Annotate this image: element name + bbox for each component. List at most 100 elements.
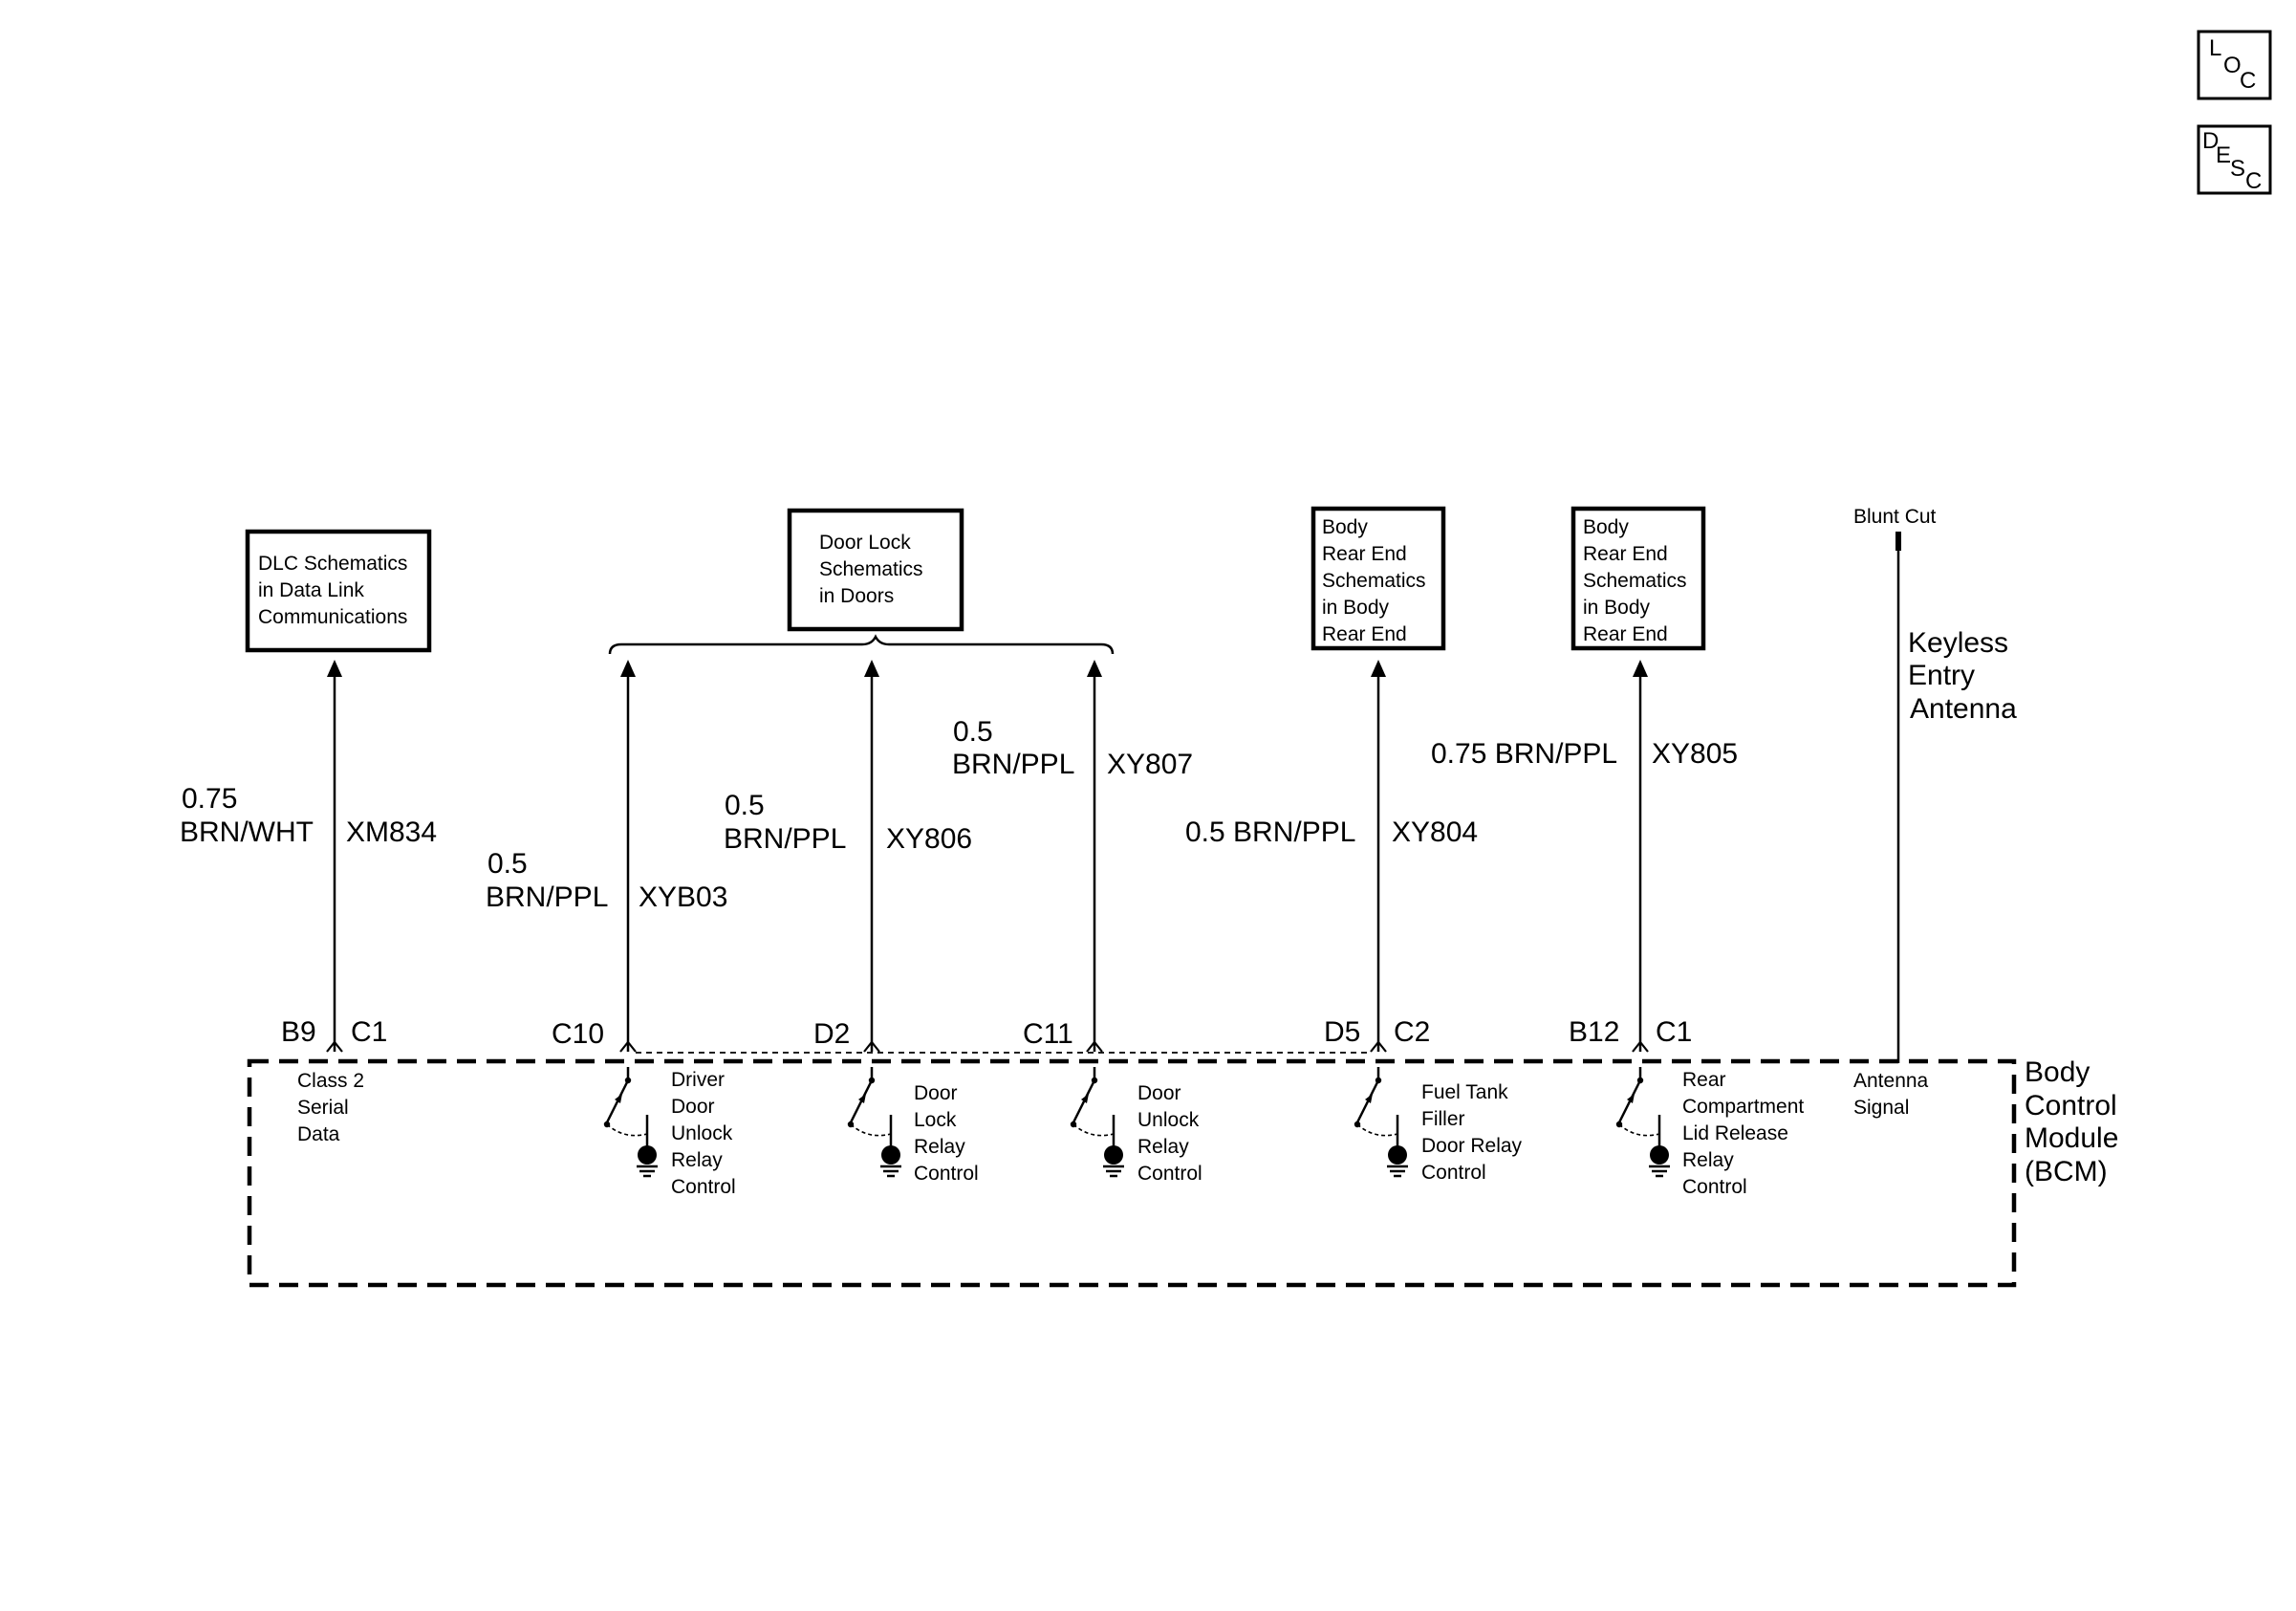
dlc-schematics-box[interactable]: DLC Schematics in Data Link Communicatio… xyxy=(245,529,432,653)
c3-function-2: Lock xyxy=(914,1109,957,1131)
c5-function-2: Filler xyxy=(1421,1108,1465,1130)
door-lock-brace xyxy=(608,634,1115,655)
driver-door-unlock-relay-switch-icon xyxy=(602,1065,660,1178)
desc-letter-s: S xyxy=(2230,156,2245,182)
body-rear-1-line-3: Schematics xyxy=(1322,570,1426,592)
c2-function-1: Driver xyxy=(671,1069,725,1091)
c4-function-3: Relay xyxy=(1137,1136,1189,1158)
c6-wire-size-color: 0.75 BRN/PPL xyxy=(1431,738,1617,770)
dlc-line-3: Communications xyxy=(258,606,407,628)
dlc-line-1: DLC Schematics xyxy=(258,553,407,575)
c2-circuit-number: XYB03 xyxy=(639,882,727,913)
c4-function-2: Unlock xyxy=(1137,1109,1200,1131)
pin-d2: D2 xyxy=(813,1018,850,1050)
bcm-label-1: Body xyxy=(2025,1056,2090,1088)
desc-letter-d: D xyxy=(2202,128,2219,154)
c6-circuit-number: XY805 xyxy=(1652,738,1738,770)
body-rear-2-line-3: Schematics xyxy=(1583,570,1687,592)
desc-letter-e: E xyxy=(2216,142,2231,168)
c4-wire-color: BRN/PPL xyxy=(952,749,1074,780)
door-unlock-relay-switch-icon xyxy=(1069,1065,1126,1178)
connector-c1-b: C1 xyxy=(1656,1016,1692,1048)
c1-function-1: Class 2 xyxy=(297,1070,364,1092)
pin-c11: C11 xyxy=(1023,1018,1073,1050)
connector-c1-a: C1 xyxy=(351,1016,387,1048)
c5-function-4: Control xyxy=(1421,1162,1486,1184)
c5-function-1: Fuel Tank xyxy=(1421,1081,1508,1103)
body-rear-2-line-2: Rear End xyxy=(1583,543,1668,565)
body-control-module-box xyxy=(247,1058,2017,1288)
dlc-line-2: in Data Link xyxy=(258,579,364,601)
body-rear-2-line-1: Body xyxy=(1583,516,1629,538)
loc-letter-o: O xyxy=(2223,53,2242,78)
c2-function-5: Control xyxy=(671,1176,736,1198)
fuel-door-relay-switch-icon xyxy=(1353,1065,1410,1178)
c1-function-3: Data xyxy=(297,1123,340,1145)
door-lock-line-3: in Doors xyxy=(819,585,894,607)
blunt-cut-label: Blunt Cut xyxy=(1853,506,1937,528)
body-rear-end-box-2[interactable]: Body Rear End Schematics in Body Rear En… xyxy=(1570,506,1706,651)
body-rear-1-line-1: Body xyxy=(1322,516,1368,538)
c4-wire-size: 0.5 xyxy=(953,716,993,748)
rear-compartment-relay-switch-icon xyxy=(1614,1065,1672,1178)
body-rear-2-line-5: Rear End xyxy=(1583,623,1668,645)
c5-wire-size-color: 0.5 BRN/PPL xyxy=(1185,816,1355,848)
c3-function-3: Relay xyxy=(914,1136,965,1158)
c5-circuit-number: XY804 xyxy=(1392,816,1478,848)
body-rear-end-box-1[interactable]: Body Rear End Schematics in Body Rear En… xyxy=(1310,506,1446,651)
c4-circuit-number: XY807 xyxy=(1107,749,1193,780)
c1-wire-size: 0.75 xyxy=(182,783,237,815)
c2-wire-color: BRN/PPL xyxy=(486,882,608,913)
c1-circuit-number: XM834 xyxy=(346,816,437,848)
loc-button[interactable]: L O C xyxy=(2197,30,2272,100)
c2-wire-size: 0.5 xyxy=(487,848,528,880)
pin-c10: C10 xyxy=(552,1018,604,1050)
bcm-label-4: (BCM) xyxy=(2025,1156,2108,1187)
pin-b12: B12 xyxy=(1569,1016,1619,1048)
pin-d5: D5 xyxy=(1324,1016,1360,1048)
pin-b9: B9 xyxy=(281,1016,316,1048)
c6-function-2: Compartment xyxy=(1682,1096,1804,1118)
c1-function-2: Serial xyxy=(297,1097,349,1119)
c3-circuit-number: XY806 xyxy=(886,823,972,855)
c4-function-1: Door xyxy=(1137,1082,1181,1104)
antenna-label-2: Entry xyxy=(1908,660,1975,691)
body-rear-2-line-4: in Body xyxy=(1583,597,1651,619)
wire-xy804 xyxy=(1371,660,1386,1052)
loc-letter-l: L xyxy=(2209,35,2221,61)
door-lock-line-1: Door Lock xyxy=(819,532,911,554)
loc-letter-c: C xyxy=(2240,68,2256,94)
c3-wire-size: 0.5 xyxy=(725,790,765,821)
wire-xy806 xyxy=(864,660,879,1052)
c2-function-2: Door xyxy=(671,1096,715,1118)
wire-xyb03 xyxy=(620,660,636,1052)
c4-function-4: Control xyxy=(1137,1163,1202,1185)
wire-xy807 xyxy=(1087,660,1102,1052)
c6-function-1: Rear xyxy=(1682,1069,1726,1091)
bcm-label-3: Module xyxy=(2025,1122,2118,1154)
c2-function-3: Unlock xyxy=(671,1122,733,1144)
c3-wire-color: BRN/PPL xyxy=(724,823,846,855)
door-lock-line-2: Schematics xyxy=(819,558,923,580)
c3-function-1: Door xyxy=(914,1082,958,1104)
c6-function-5: Control xyxy=(1682,1176,1747,1198)
c2-function-4: Relay xyxy=(671,1149,723,1171)
c5-function-3: Door Relay xyxy=(1421,1135,1523,1157)
door-lock-relay-switch-icon xyxy=(846,1065,903,1178)
body-rear-1-line-5: Rear End xyxy=(1322,623,1407,645)
c7-function-1: Antenna xyxy=(1853,1070,1929,1092)
door-lock-schematics-box[interactable]: Door Lock Schematics in Doors xyxy=(787,508,964,632)
connector-c2: C2 xyxy=(1394,1016,1430,1048)
antenna-label-3: Antenna xyxy=(1910,693,2017,725)
desc-letter-c: C xyxy=(2245,168,2262,194)
body-rear-1-line-4: in Body xyxy=(1322,597,1390,619)
desc-button[interactable]: D E S C xyxy=(2197,124,2272,195)
antenna-label-1: Keyless xyxy=(1908,627,2008,659)
bcm-label-2: Control xyxy=(2025,1090,2117,1121)
body-rear-1-line-2: Rear End xyxy=(1322,543,1407,565)
c3-function-4: Control xyxy=(914,1163,979,1185)
c7-function-2: Signal xyxy=(1853,1097,1909,1119)
c6-function-3: Lid Release xyxy=(1682,1122,1788,1144)
wire-xm834 xyxy=(327,660,342,1052)
